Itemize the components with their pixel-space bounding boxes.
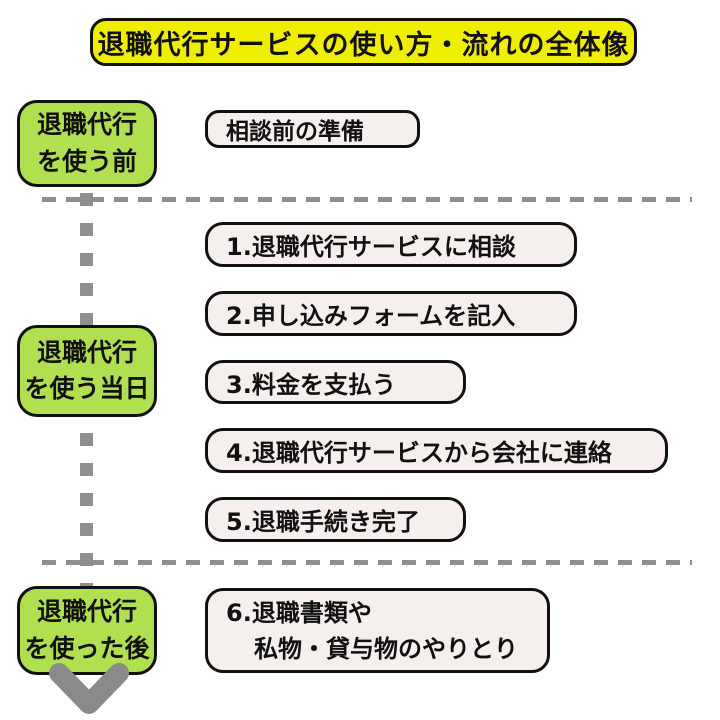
step-label: 私物・貸与物のやりとり bbox=[254, 634, 518, 663]
stage-before-using-box: 退職代行 を使う前 bbox=[17, 100, 157, 187]
title-banner: 退職代行サービスの使い方・流れの全体像 bbox=[90, 18, 637, 66]
stage-label-line: を使う前 bbox=[36, 146, 137, 176]
step-preparation-box: 相談前の準備 bbox=[205, 110, 420, 148]
step-6-documents-exchange-box: 6.退職書類や 私物・貸与物のやりとり bbox=[205, 588, 550, 673]
step-5-procedure-complete-box: 5.退職手続き完了 bbox=[205, 497, 466, 542]
timeline-dashed-line bbox=[80, 193, 93, 673]
stage-day-of-using-box: 退職代行 を使う当日 bbox=[17, 325, 157, 417]
step-label: 4.退職代行サービスから会社に連絡 bbox=[226, 439, 612, 467]
step-2-application-form-box: 2.申し込みフォームを記入 bbox=[205, 291, 577, 336]
stage-after-using-box: 退職代行 を使った後 bbox=[17, 586, 157, 675]
step-1-consult-box: 1.退職代行サービスに相談 bbox=[205, 222, 577, 267]
step-label: 相談前の準備 bbox=[226, 119, 364, 145]
step-3-pay-fee-box: 3.料金を支払う bbox=[205, 360, 466, 404]
section-divider-dashed-line-2 bbox=[42, 560, 692, 565]
stage-label-line: を使った後 bbox=[24, 633, 150, 663]
down-chevron-icon bbox=[49, 663, 129, 714]
step-label: 1.退職代行サービスに相談 bbox=[226, 233, 516, 261]
stage-label-line: 退職代行 bbox=[36, 110, 137, 140]
step-label: 5.退職手続き完了 bbox=[226, 508, 420, 536]
section-divider-dashed-line-1 bbox=[42, 197, 692, 202]
page-title: 退職代行サービスの使い方・流れの全体像 bbox=[97, 29, 630, 61]
step-label: 2.申し込みフォームを記入 bbox=[226, 302, 516, 330]
step-label: 3.料金を支払う bbox=[226, 370, 396, 399]
stage-label-line: を使う当日 bbox=[24, 374, 150, 403]
stage-label-line: 退職代行 bbox=[36, 337, 137, 367]
step-label: 6.退職書類や bbox=[226, 598, 372, 627]
step-4-contact-company-box: 4.退職代行サービスから会社に連絡 bbox=[205, 428, 668, 473]
stage-label-line: 退職代行 bbox=[36, 597, 137, 627]
